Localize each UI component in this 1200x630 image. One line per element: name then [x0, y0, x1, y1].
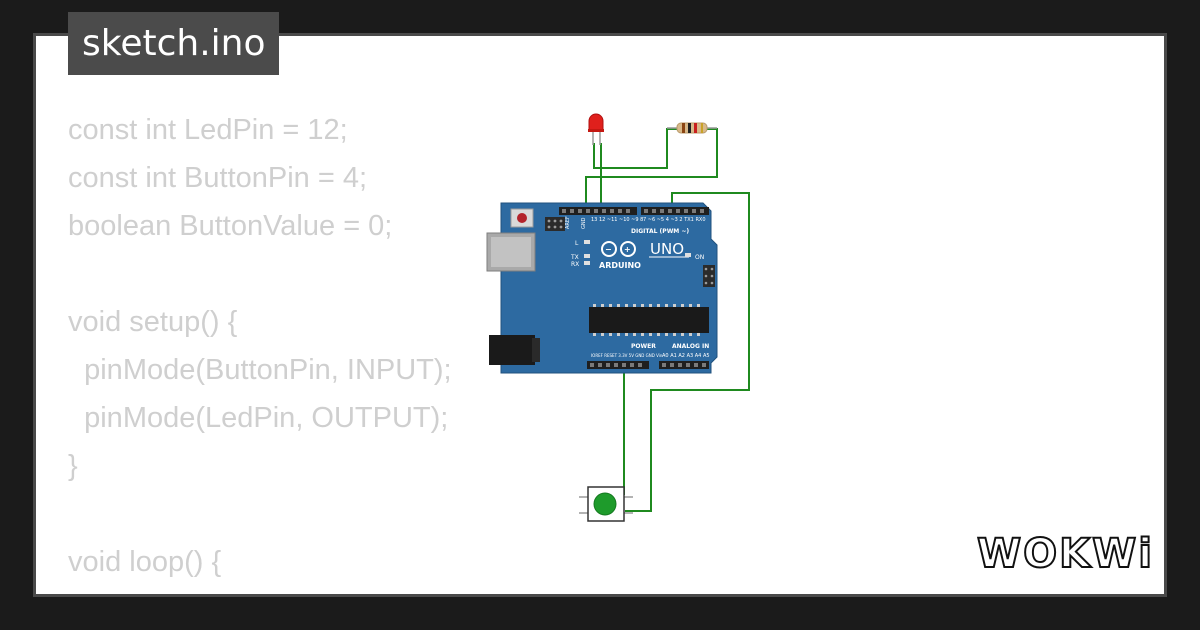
- power-label: POWER: [631, 343, 656, 350]
- top-pin-labels-2: 7 ~6 ~5 4 ~3 2 TX1 RX0: [643, 217, 706, 223]
- on-led-label: ON: [695, 254, 704, 261]
- gnd-label: GND: [581, 217, 587, 229]
- wokwi-logo-text: WOKWi: [977, 531, 1150, 575]
- power-pin-labels: IOREF RESET 3.3V 5V GND GND Vin: [591, 353, 663, 358]
- push-button-icon[interactable]: [579, 486, 633, 522]
- code-line: pinMode(LedPin, OUTPUT);: [68, 402, 449, 434]
- red-led-icon[interactable]: [588, 113, 604, 145]
- resistor-icon[interactable]: [667, 122, 717, 134]
- wire-resistor-gnd: [585, 128, 718, 213]
- code-line: void setup() {: [68, 306, 238, 338]
- code-preview: const int LedPin = 12; const int ButtonPi…: [68, 106, 452, 594]
- wokwi-logo: WOKWi: [976, 530, 1150, 575]
- code-line: pinMode(ButtonPin, INPUT);: [68, 354, 452, 386]
- digital-label: DIGITAL (PWM ~): [631, 228, 689, 235]
- arduino-brand-label: ARDUINO: [599, 261, 641, 270]
- svg-text:+: +: [624, 245, 631, 254]
- analog-pin-labels: A0 A1 A2 A3 A4 A5: [662, 353, 710, 359]
- circuit-diagram: AREF GND 13 12 ~11 ~10 ~9 8 7 ~6 ~5 4 ~3…: [486, 113, 750, 522]
- rx-led-label: RX: [571, 261, 579, 268]
- code-line: const int ButtonPin = 4;: [68, 162, 368, 194]
- top-pin-labels: 13 12 ~11 ~10 ~9 8: [591, 217, 643, 223]
- svg-text:−: −: [605, 245, 612, 254]
- code-line: const int LedPin = 12;: [68, 114, 348, 146]
- arduino-uno-board-icon[interactable]: AREF GND 13 12 ~11 ~10 ~9 8 7 ~6 ~5 4 ~3…: [486, 202, 718, 374]
- wires: [585, 128, 750, 512]
- aref-label: AREF: [565, 216, 571, 229]
- wire-led-cathode: [593, 128, 679, 169]
- canvas-card: const int LedPin = 12; const int ButtonPi…: [33, 33, 1167, 597]
- arduino-logo-icon: [601, 241, 636, 257]
- analog-label: ANALOG IN: [672, 343, 709, 350]
- code-line: void loop() {: [68, 546, 222, 578]
- l-led-label: L: [575, 240, 579, 247]
- tx-led-label: TX: [570, 254, 579, 261]
- wire-pin4-button: [625, 192, 750, 512]
- code-line: boolean ButtonValue = 0;: [68, 210, 393, 242]
- uno-model-label: UNO: [650, 240, 684, 258]
- code-line: }: [68, 450, 78, 482]
- file-name-tab[interactable]: sketch.ino: [68, 12, 280, 75]
